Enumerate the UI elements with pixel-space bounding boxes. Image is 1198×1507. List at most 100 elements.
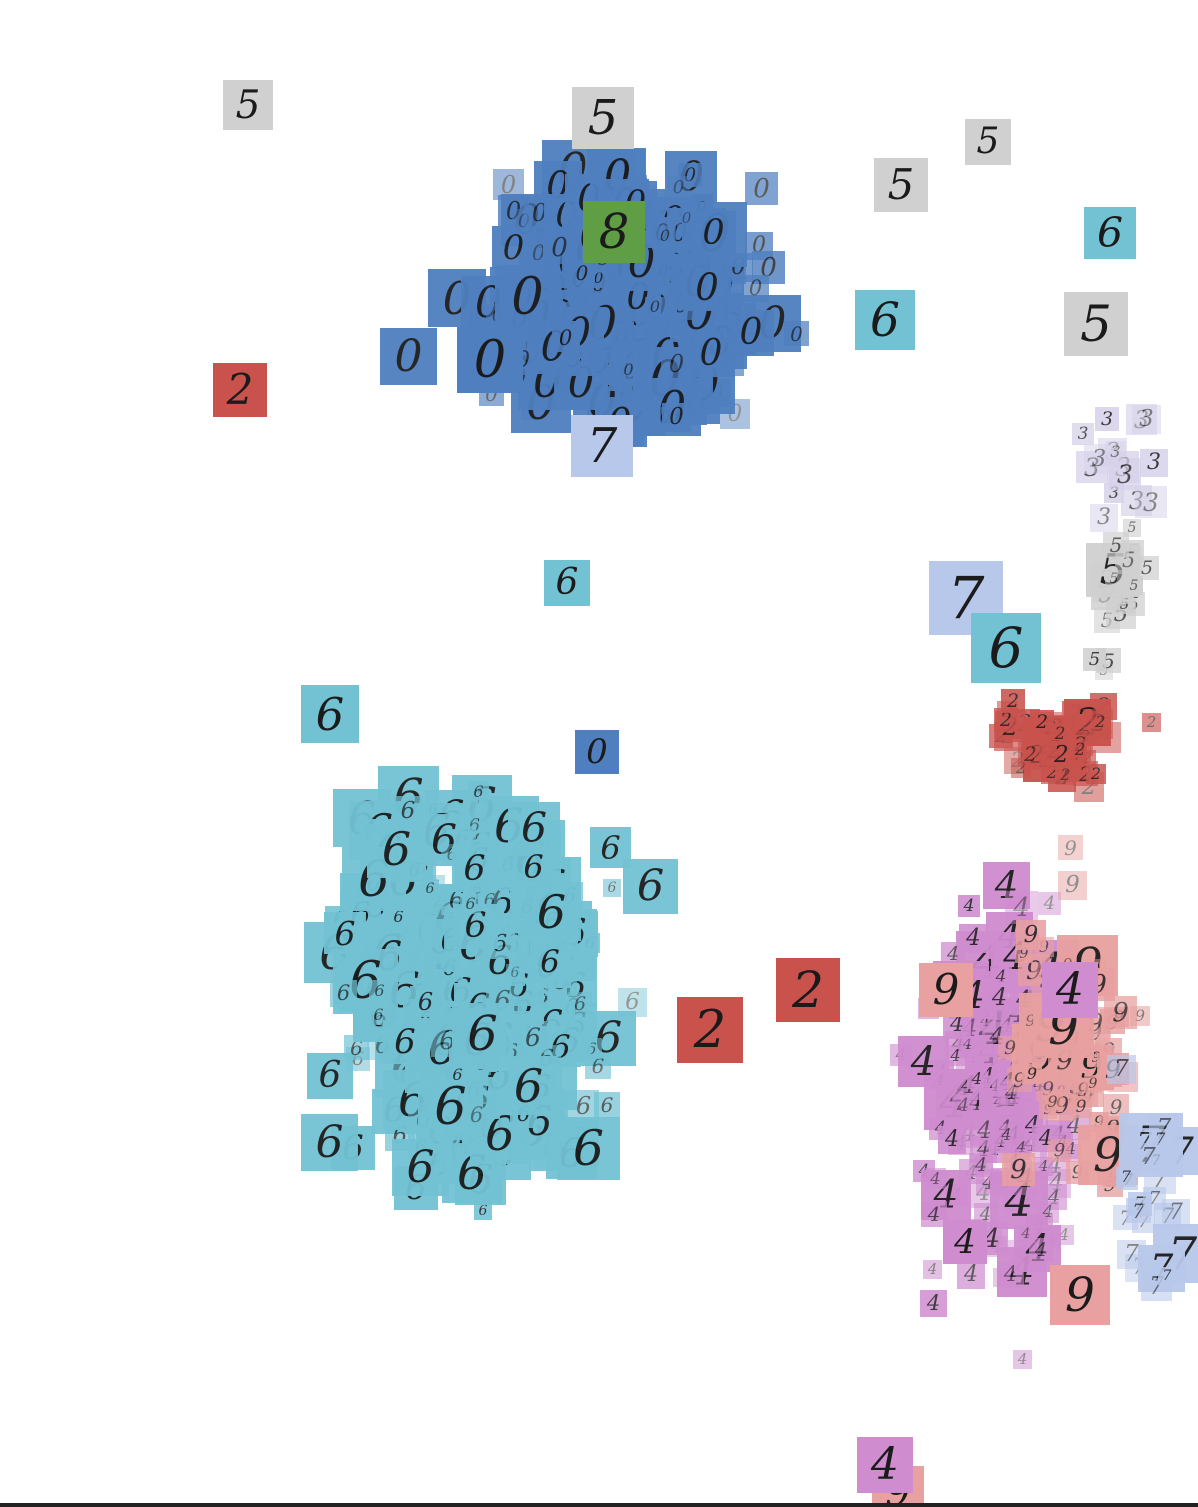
digit-thumbnail[interactable]: 6 <box>392 1139 449 1196</box>
digit-thumbnail[interactable]: 4 <box>925 1168 946 1189</box>
digit-thumbnail[interactable]: 8 <box>583 201 645 263</box>
digit-thumbnail[interactable]: 6 <box>522 882 581 941</box>
digit-thumbnail[interactable]: 0 <box>683 263 731 311</box>
digit-thumbnail[interactable]: 7 <box>1158 1267 1176 1285</box>
digit-thumbnail[interactable]: 6 <box>1084 207 1136 259</box>
digit-thumbnail[interactable]: 0 <box>575 730 619 774</box>
digit-thumbnail[interactable]: 4 <box>1013 1350 1032 1369</box>
digit-thumbnail[interactable]: 6 <box>557 1117 620 1180</box>
digit-thumbnail[interactable]: 6 <box>463 1102 490 1129</box>
digit-thumbnail[interactable]: 6 <box>301 685 359 743</box>
digit-thumbnail[interactable]: 9 <box>998 1036 1022 1060</box>
digit-thumbnail[interactable]: 6 <box>383 1020 427 1064</box>
digit-thumbnail[interactable]: 6 <box>513 846 554 887</box>
digit-thumbnail[interactable]: 3 <box>1105 441 1126 462</box>
digit-thumbnail[interactable]: 4 <box>996 1124 1017 1145</box>
digit-thumbnail[interactable]: 9 <box>919 963 973 1017</box>
digit-thumbnail[interactable]: 5 <box>1135 556 1159 580</box>
digit-thumbnail[interactable]: 4 <box>938 1126 966 1154</box>
digit-thumbnail[interactable]: 4 <box>1017 1225 1035 1243</box>
digit-thumbnail[interactable]: 0 <box>662 403 691 432</box>
digit-thumbnail[interactable]: 9 <box>1022 1064 1042 1084</box>
digit-thumbnail[interactable]: 4 <box>957 1261 985 1289</box>
digit-thumbnail[interactable]: 6 <box>421 880 439 898</box>
digit-thumbnail[interactable]: 6 <box>603 879 621 897</box>
digit-thumbnail[interactable]: 4 <box>959 924 988 953</box>
digit-thumbnail[interactable]: 0 <box>457 327 523 393</box>
digit-thumbnail[interactable]: 2 <box>1001 689 1025 713</box>
digit-thumbnail[interactable]: 5 <box>1105 570 1123 588</box>
digit-thumbnail[interactable]: 5 <box>223 80 273 130</box>
digit-thumbnail[interactable]: 7 <box>1117 1240 1146 1269</box>
digit-thumbnail[interactable]: 4 <box>983 862 1030 909</box>
digit-thumbnail[interactable]: 0 <box>678 163 702 187</box>
digit-thumbnail[interactable]: 4 <box>945 1045 966 1066</box>
digit-thumbnail[interactable]: 4 <box>920 1290 947 1317</box>
digit-thumbnail[interactable]: 4 <box>970 1117 999 1146</box>
digit-thumbnail[interactable]: 0 <box>380 328 437 385</box>
digit-thumbnail[interactable]: 9 <box>1070 1096 1092 1118</box>
digit-thumbnail[interactable]: 6 <box>517 1021 549 1053</box>
digit-thumbnail[interactable]: 6 <box>506 964 524 982</box>
digit-thumbnail[interactable]: 6 <box>324 912 366 954</box>
digit-thumbnail[interactable]: 0 <box>569 260 595 286</box>
digit-thumbnail[interactable]: 6 <box>568 1090 599 1121</box>
digit-thumbnail[interactable]: 0 <box>728 310 774 356</box>
digit-thumbnail[interactable]: 0 <box>495 265 560 330</box>
digit-thumbnail[interactable]: 6 <box>452 847 497 892</box>
digit-thumbnail[interactable]: 9 <box>1103 1094 1129 1120</box>
digit-thumbnail[interactable]: 9 <box>1084 1075 1102 1093</box>
digit-thumbnail[interactable]: 6 <box>855 290 915 350</box>
digit-thumbnail[interactable]: 5 <box>1064 292 1128 356</box>
digit-thumbnail[interactable]: 6 <box>474 1202 492 1220</box>
digit-thumbnail[interactable]: 6 <box>452 1003 513 1064</box>
digit-thumbnail[interactable]: 0 <box>655 226 675 246</box>
digit-thumbnail[interactable]: 4 <box>1038 892 1061 915</box>
digit-thumbnail[interactable]: 2 <box>1030 710 1054 734</box>
digit-thumbnail[interactable]: 6 <box>330 980 357 1007</box>
digit-thumbnail[interactable]: 4 <box>997 1261 1024 1288</box>
digit-thumbnail[interactable]: 2 <box>677 997 743 1063</box>
digit-thumbnail[interactable]: 6 <box>508 802 560 854</box>
digit-thumbnail[interactable]: 6 <box>460 893 481 914</box>
digit-thumbnail[interactable]: 3 <box>1095 407 1119 431</box>
digit-thumbnail[interactable]: 6 <box>367 819 426 878</box>
digit-thumbnail[interactable]: 6 <box>301 1114 358 1171</box>
digit-thumbnail[interactable]: 5 <box>874 158 928 212</box>
digit-thumbnail[interactable]: 2 <box>213 363 267 417</box>
digit-thumbnail[interactable]: 5 <box>1125 577 1143 595</box>
digit-thumbnail[interactable]: 9 <box>1007 1067 1032 1092</box>
digit-thumbnail[interactable]: 0 <box>498 195 529 226</box>
digit-thumbnail[interactable]: 3 <box>1109 458 1141 490</box>
digit-thumbnail[interactable]: 2 <box>1049 723 1071 745</box>
digit-thumbnail[interactable]: 2 <box>1069 739 1091 761</box>
digit-thumbnail[interactable]: 3 <box>1090 504 1118 532</box>
digit-thumbnail[interactable]: 4 <box>984 981 1015 1012</box>
digit-thumbnail[interactable]: 4 <box>857 1437 913 1493</box>
digit-thumbnail[interactable]: 2 <box>1018 741 1043 766</box>
digit-thumbnail[interactable]: 6 <box>368 1004 389 1025</box>
digit-thumbnail[interactable]: 9 <box>1050 1265 1110 1325</box>
digit-thumbnail[interactable]: 0 <box>742 275 769 302</box>
digit-thumbnail[interactable]: 4 <box>967 1069 987 1089</box>
digit-thumbnail[interactable]: 0 <box>661 348 692 379</box>
digit-thumbnail[interactable]: 4 <box>898 1036 949 1087</box>
digit-thumbnail[interactable]: 4 <box>969 1153 993 1177</box>
digit-thumbnail[interactable]: 0 <box>645 297 665 317</box>
digit-thumbnail[interactable]: 7 <box>1116 1167 1136 1187</box>
digit-thumbnail[interactable]: 5 <box>965 119 1011 165</box>
digit-thumbnail[interactable]: 9 <box>1058 835 1083 860</box>
digit-thumbnail[interactable]: 6 <box>544 560 590 606</box>
digit-thumbnail[interactable]: 4 <box>1037 1201 1059 1223</box>
digit-thumbnail[interactable]: 7 <box>1143 1187 1166 1210</box>
digit-thumbnail[interactable]: 5 <box>572 87 634 149</box>
digit-thumbnail[interactable]: 2 <box>1090 711 1111 732</box>
digit-thumbnail[interactable]: 7 <box>1107 1055 1136 1084</box>
digit-thumbnail[interactable]: 4 <box>952 1094 975 1117</box>
digit-thumbnail[interactable]: 7 <box>571 415 633 477</box>
digit-thumbnail[interactable]: 9 <box>1042 1091 1063 1112</box>
digit-thumbnail[interactable]: 9 <box>1002 1153 1035 1186</box>
digit-thumbnail[interactable]: 4 <box>1005 891 1038 924</box>
digit-thumbnail[interactable]: 0 <box>691 211 736 256</box>
digit-thumbnail[interactable]: 2 <box>776 958 840 1022</box>
